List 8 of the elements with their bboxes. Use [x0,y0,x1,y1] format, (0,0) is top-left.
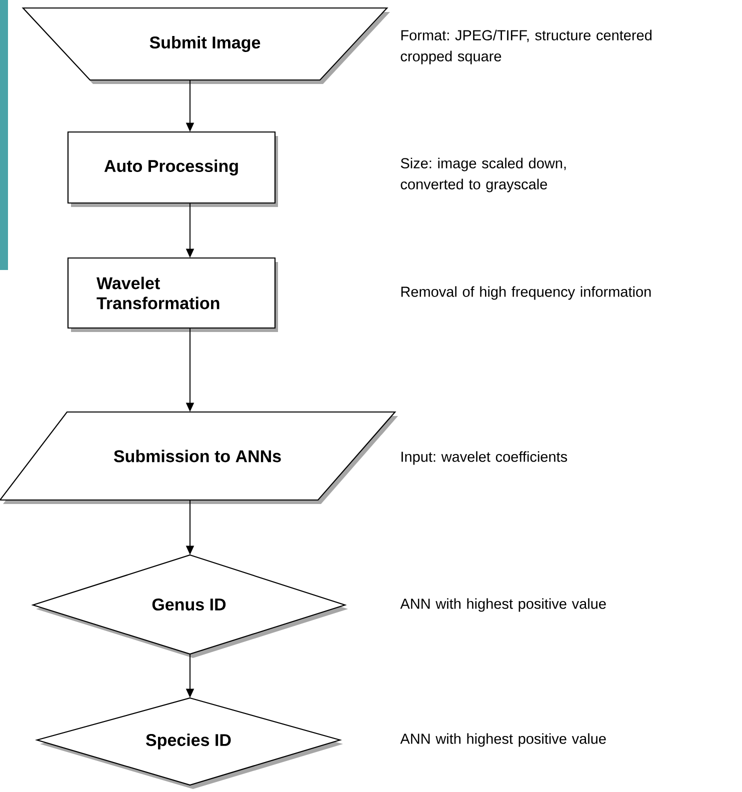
annotation-text: Removal of high frequency information [401,286,651,300]
annotation-text: ANN with highest positive value [400,598,606,612]
annotation-text: ANN with highest positive value [400,733,606,747]
node-label: Species ID [146,734,231,750]
annotation-text: Size: image scaled down, converted to grayscale [400,158,566,192]
parallelogram-box: Submission to ANNs [0,411,398,504]
process-box: Wavelet Transformation [67,257,278,332]
process-box: Auto Processing [67,131,278,207]
